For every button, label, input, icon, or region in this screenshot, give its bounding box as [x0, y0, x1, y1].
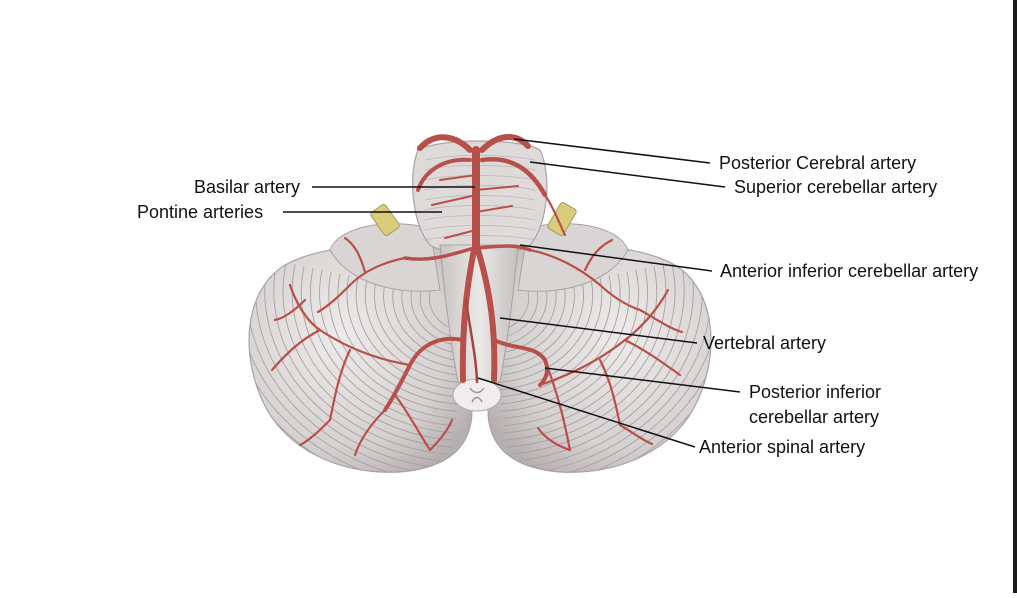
folium-line — [346, 275, 459, 398]
folium-line — [273, 260, 452, 455]
folium-line — [506, 260, 685, 455]
label-superior-cerebellar-artery: Superior cerebellar artery — [734, 177, 938, 197]
label-basilar-artery: Basilar artery — [194, 177, 301, 197]
cerebellar-branch-left — [343, 236, 367, 274]
cerebellar-branch-left — [328, 348, 352, 422]
medulla-oblongata — [439, 244, 519, 383]
folium-line — [383, 282, 462, 369]
cerebellar-branch-left — [353, 408, 387, 457]
folium-line — [496, 280, 584, 376]
folium-line — [495, 284, 566, 362]
cerebellar-branch-right — [543, 193, 567, 237]
cerebellar-branch-right — [536, 426, 572, 452]
folium-line — [499, 275, 612, 398]
folium-line — [264, 259, 451, 463]
folium-line — [512, 250, 711, 473]
superior-cerebellar-artery-left — [416, 157, 472, 192]
folium-line — [309, 268, 455, 427]
folium-line — [508, 257, 703, 470]
label-posterior-inferior-cerebellar-artery-line2: cerebellar artery — [749, 407, 880, 427]
folium-line — [501, 271, 630, 412]
folium-line — [498, 277, 603, 391]
folium-line — [497, 278, 594, 383]
leader-lines — [283, 138, 741, 448]
cerebellar-artery-branches — [270, 193, 684, 457]
folium-line — [507, 259, 694, 463]
folium-line — [337, 273, 458, 405]
folium-line — [328, 271, 457, 412]
main-arteries — [383, 134, 550, 412]
folium-line — [496, 282, 575, 369]
posterior-inferior-cerebellar-artery-right — [492, 338, 550, 387]
label-anterior-inferior-cerebellar-artery: Anterior inferior cerebellar artery — [720, 261, 979, 281]
folium-line — [364, 278, 461, 383]
right-upper-lobe — [517, 223, 629, 292]
left-upper-lobe — [329, 223, 441, 292]
folium-line — [249, 255, 449, 473]
folium-line — [494, 286, 557, 355]
folium-line — [249, 253, 448, 473]
leader-superior-cerebellar — [529, 161, 726, 188]
cerebellar-branch-right — [583, 238, 614, 272]
folium-line — [249, 251, 447, 473]
folium-line — [505, 264, 667, 441]
cerebellar-branch-right — [598, 358, 622, 427]
cerebellar-branch-left — [316, 256, 407, 314]
label-posterior-inferior-cerebellar-artery-line1: Posterior inferior — [749, 382, 882, 402]
label-anterior-spinal-artery: Anterior spinal artery — [699, 437, 866, 457]
cerebellar-branch-right — [528, 248, 642, 312]
leader-posterior-cerebral — [513, 138, 711, 164]
vertebral-artery-right — [475, 247, 498, 383]
anterior-inferior-cerebellar-artery-left — [403, 246, 476, 261]
cerebellar-branch-right — [543, 358, 572, 452]
folium-line — [510, 253, 711, 473]
cerebellar-branch-left — [393, 393, 432, 452]
vertebral-artery-left — [459, 247, 477, 383]
folium-line — [291, 264, 453, 441]
leader-aica — [519, 244, 713, 272]
label-posterior-cerebral-artery: Posterior Cerebral artery — [719, 153, 917, 173]
folium-line — [511, 251, 711, 473]
window-edge — [1013, 0, 1017, 593]
folium-line — [319, 269, 456, 419]
leader-anterior-spinal — [477, 377, 696, 448]
label-vertebral-artery: Vertebral artery — [703, 333, 827, 353]
cerebellar-branch-right — [618, 423, 654, 446]
leader-vertebral — [499, 317, 698, 344]
spinal-cord-section — [452, 378, 502, 412]
cerebellar-branch-left — [298, 418, 332, 447]
folium-line — [282, 262, 453, 448]
cerebellar-branch-right — [638, 308, 684, 334]
label-pontine-arteries: Pontine arteries — [137, 202, 264, 222]
anterior-inferior-cerebellar-artery-right — [476, 244, 532, 252]
folium-line — [401, 286, 464, 355]
posterior-cerebral-artery-right — [479, 134, 531, 153]
posterior-inferior-cerebellar-artery-left — [383, 336, 465, 412]
folium-line — [392, 284, 463, 362]
cerebellar-branch-left — [428, 418, 454, 452]
folium-line — [509, 255, 711, 473]
pontine-arteries — [431, 174, 519, 239]
folium-line — [355, 277, 460, 391]
folium-line — [502, 269, 639, 419]
folium-line — [503, 268, 649, 427]
folium-line — [374, 280, 462, 376]
superior-cerebellar-artery-right — [479, 157, 548, 198]
anterior-spinal-artery — [464, 298, 479, 384]
cerebellar-branch-left — [270, 328, 322, 372]
cerebellar-branch-left — [273, 298, 307, 322]
posterior-cerebral-artery-left — [417, 134, 473, 153]
leader-pica — [544, 367, 741, 393]
cerebellar-branch-right — [623, 338, 682, 377]
